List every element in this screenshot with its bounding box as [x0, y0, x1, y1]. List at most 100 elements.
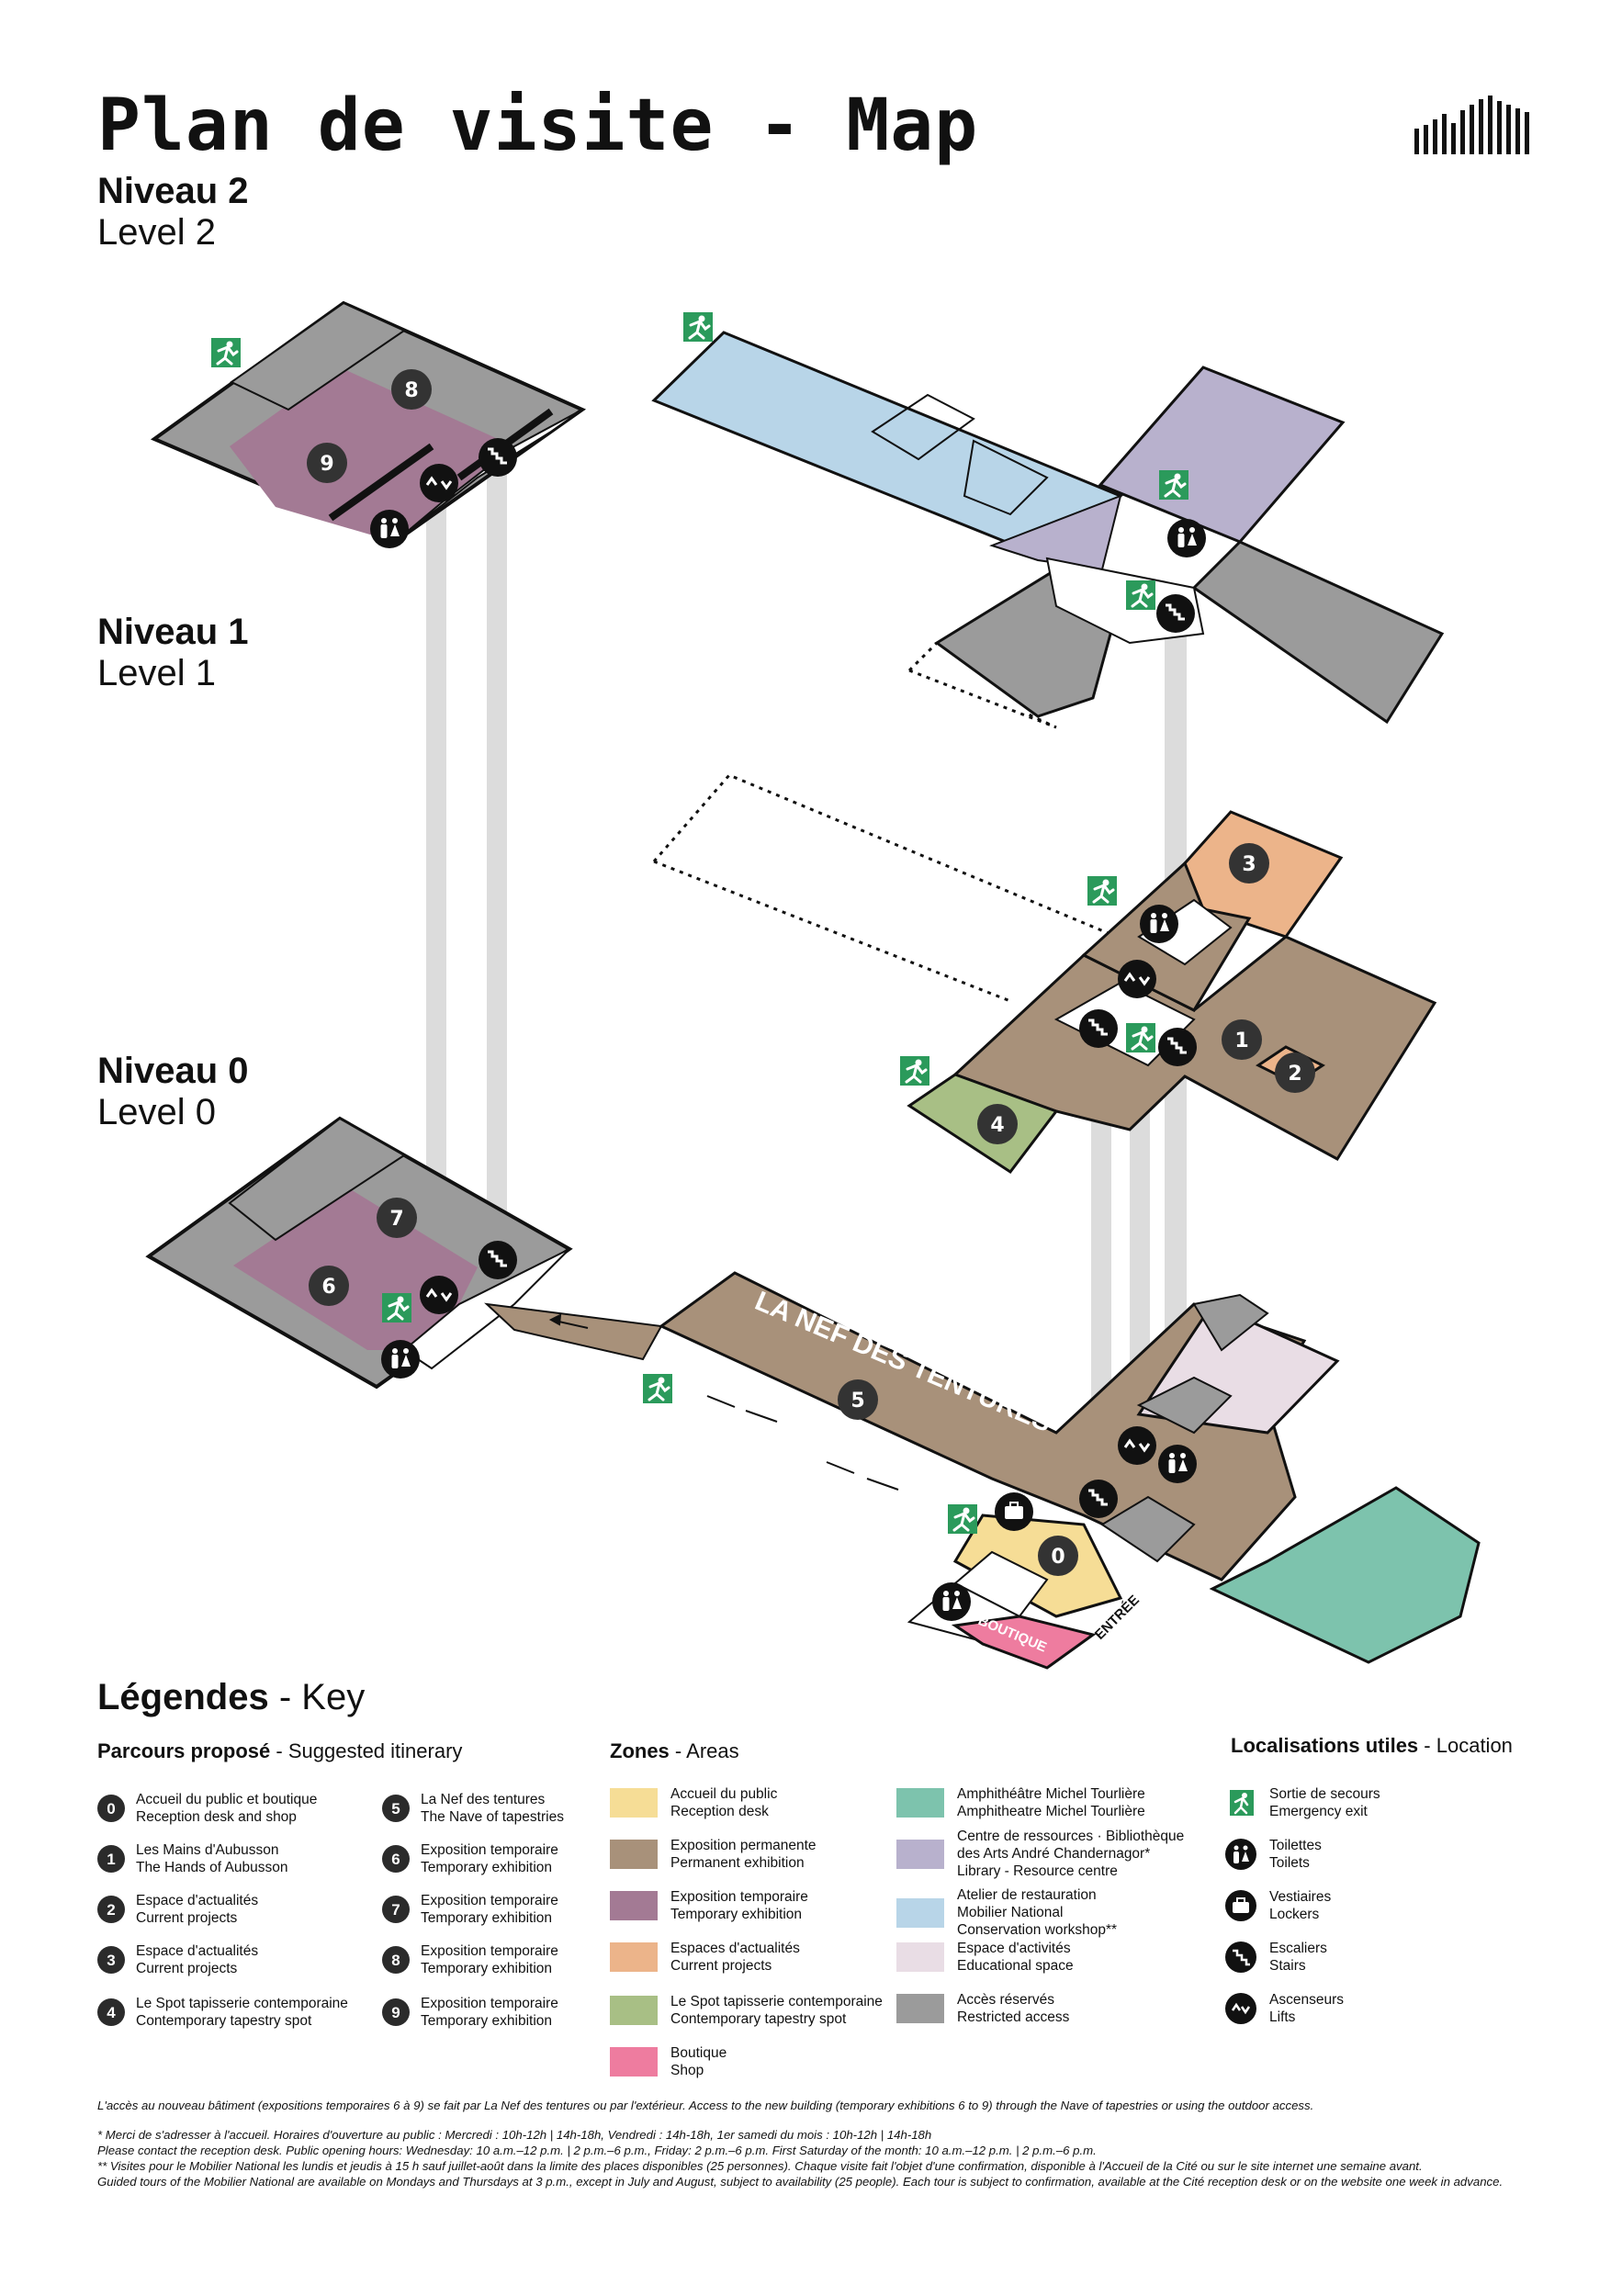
svg-text:6: 6: [321, 1276, 335, 1299]
toilets-icon: [1167, 519, 1206, 557]
stairs-icon: [1156, 1026, 1199, 1068]
toilets-icon: [381, 1340, 420, 1379]
svg-text:2: 2: [1288, 1063, 1301, 1086]
emergency-exit-icon: [1157, 468, 1190, 501]
zone-swatch: [896, 1897, 944, 1928]
level-0-fr: Niveau 0: [97, 1051, 249, 1091]
svg-text:9: 9: [320, 453, 333, 476]
svg-text:5: 5: [850, 1390, 864, 1412]
itinerary-badges: 0 1 2 3 4 5 6 7 8 9: [307, 369, 1315, 1576]
toilets-icon: [370, 510, 409, 548]
badge-3: 3: [1229, 843, 1269, 884]
level-0-en: Level 0: [97, 1092, 216, 1132]
emergency-exit-icon: [946, 1503, 979, 1536]
zone-swatch: [610, 1996, 658, 2025]
floor-map: LA NEF DES TENTURES BOUTIQUE ENTRÉE 0 1 …: [145, 300, 1481, 1670]
emergency-exit-icon: [681, 310, 715, 343]
stairs-icon: [1077, 1007, 1120, 1050]
logo-icon: [1414, 96, 1529, 154]
lift-icon: [1116, 1424, 1158, 1467]
zone-swatch: [896, 1839, 944, 1869]
level-0-heading: Niveau 0 Level 0: [97, 1051, 249, 1133]
level-1-heading: Niveau 1 Level 1: [97, 612, 249, 694]
level-2-en: Level 2: [97, 212, 216, 253]
level-2-east-building: [651, 331, 1445, 729]
svg-text:7: 7: [389, 1208, 403, 1231]
zone-swatch: [610, 1788, 658, 1818]
footnotes: * Merci de s'adresser à l'accueil. Horai…: [97, 2127, 1530, 2189]
stairs-icon: [477, 436, 519, 478]
toilets-icon: [1140, 905, 1178, 943]
level-0-nave-building: [659, 1271, 1481, 1670]
hours-en: Please contact the reception desk. Publi…: [97, 2144, 1097, 2157]
itinerary-heading: Parcours proposé - Suggested itinerary: [97, 1739, 463, 1762]
zone-swatch: [610, 1891, 658, 1920]
locations-heading: Localisations utiles - Location: [1231, 1734, 1513, 1757]
level-2-fr: Niveau 2: [97, 171, 249, 211]
level-1-fr: Niveau 1: [97, 612, 249, 652]
badge-2: 2: [1275, 1052, 1315, 1093]
level-0-west-building: [145, 1116, 663, 1390]
level-2-heading: Niveau 2 Level 2: [97, 171, 249, 253]
zone-swatch: [896, 1994, 944, 2023]
svg-text:1: 1: [1234, 1030, 1248, 1052]
zone-swatch: [896, 1788, 944, 1818]
zone-swatch: [610, 1942, 658, 1972]
emergency-exit-icon: [380, 1291, 413, 1324]
zone-swatch: [896, 1942, 944, 1972]
lift-icon: [418, 462, 460, 504]
emergency-exit-icon: [1225, 1787, 1256, 1818]
access-note: L'accès au nouveau bâtiment (expositions…: [97, 2099, 1314, 2112]
badge-7: 7: [377, 1198, 417, 1238]
lifts-icon: [1225, 1993, 1256, 2024]
lift-icon: [418, 1274, 460, 1316]
svg-text:0: 0: [1051, 1546, 1064, 1569]
lockers-icon: [1225, 1890, 1256, 1921]
badge-9: 9: [307, 443, 347, 483]
badge-6: 6: [309, 1266, 349, 1306]
emergency-exit-icon: [1124, 579, 1157, 612]
visits-en: Guided tours of the Mobilier National ar…: [97, 2175, 1504, 2189]
emergency-exit-icon: [641, 1372, 674, 1405]
stairs-icon: [1155, 592, 1197, 635]
emergency-exit-icon: [1086, 874, 1119, 907]
legend-title: Légendes - Key: [97, 1677, 366, 1717]
lockers-icon: [994, 1491, 1034, 1532]
svg-text:8: 8: [404, 379, 418, 402]
page-title: Plan de visite - Map: [97, 84, 979, 167]
emergency-exit-icon: [209, 336, 242, 369]
toilets-icon: [1225, 1839, 1256, 1870]
emergency-exit-icon: [1124, 1021, 1157, 1054]
zones-heading: Zones - Areas: [610, 1739, 739, 1762]
stairs-icon: [1225, 1941, 1256, 1973]
lift-icon: [1116, 958, 1158, 1000]
toilets-icon: [932, 1582, 971, 1621]
svg-text:3: 3: [1242, 853, 1256, 876]
badge-4: 4: [977, 1104, 1018, 1144]
